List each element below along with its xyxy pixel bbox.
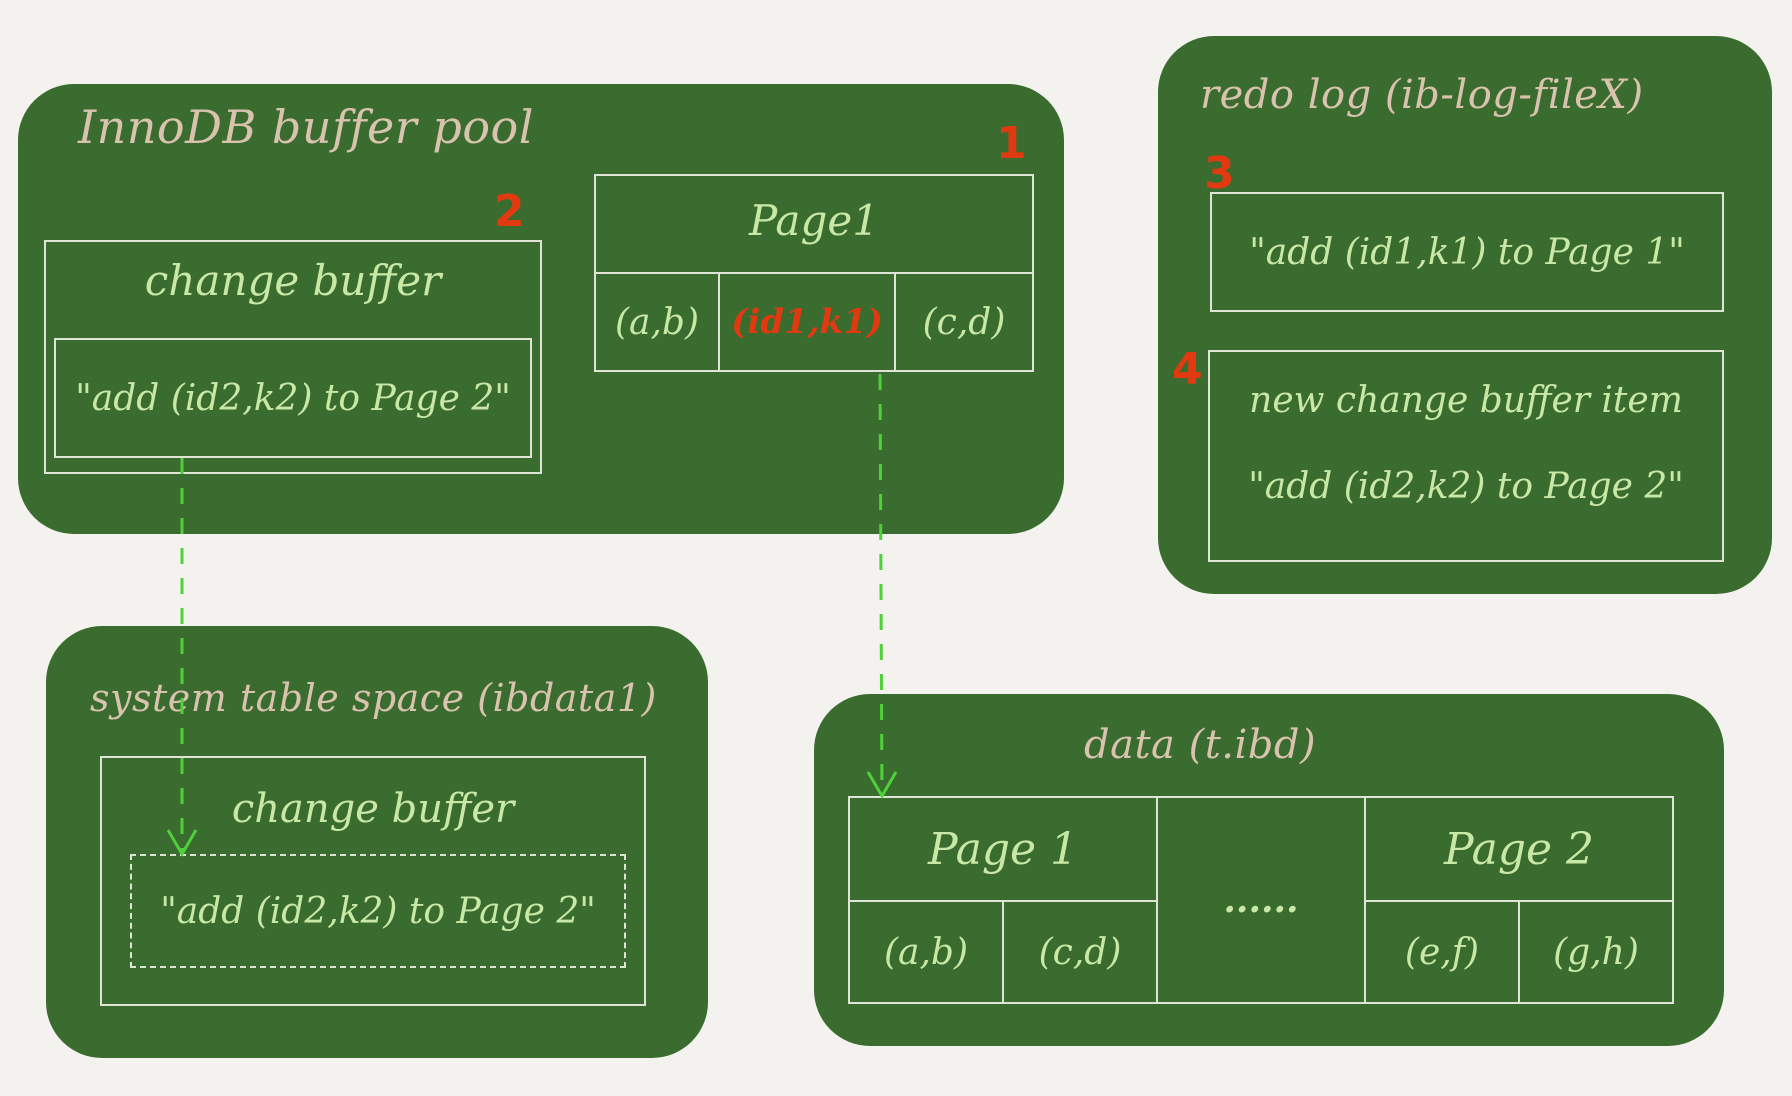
buffer-pool-change-buffer-entry: "add (id2,k2) to Page 2" [54,338,532,458]
buffer-pool-change-buffer-label: change buffer [144,256,442,305]
system-tablespace-change-buffer-entry: "add (id2,k2) to Page 2" [130,854,626,968]
step-3-marker: 3 [1204,148,1235,199]
buffer-pool-change-buffer [44,240,542,474]
redo-log-title: redo log (ib-log-fileX) [1200,72,1644,118]
data-file-panel [814,694,1724,1046]
data-file-page1-cell: (a,b) [848,900,1004,1004]
data-file-title: data (t.ibd) [1084,722,1317,768]
redo-log-panel [1158,36,1772,594]
redo-log-entry-page1: "add (id1,k1) to Page 1" [1210,192,1724,312]
system-tablespace-title: system table space (ibdata1) [90,676,657,720]
step-2-marker: 2 [494,186,525,237]
data-file-page2-cell: (g,h) [1518,900,1674,1004]
data-file-page2-header: Page 2 [1364,796,1674,902]
redo-log-entry-change-buffer [1208,350,1724,562]
step-1-marker: 1 [996,118,1027,169]
page1-in-memory-cell-new: (id1,k1) [718,272,896,372]
system-tablespace-panel [46,626,708,1058]
data-file-page1-header: Page 1 [848,796,1158,902]
system-tablespace-change-buffer-label: change buffer [231,786,515,832]
page1-in-memory-cell: (a,b) [594,272,720,372]
data-file-page2-cell: (e,f) [1364,900,1520,1004]
page1-in-memory-header: Page1 [749,196,879,245]
page1-in-memory-cell: (c,d) [894,272,1034,372]
step-4-marker: 4 [1172,344,1203,395]
data-file-ellipsis: ...... [1156,796,1366,1004]
system-tablespace-change-buffer [100,756,646,1006]
redo-log-entry-change-buffer-line1: new change buffer item [1249,380,1683,421]
buffer-pool-title: InnoDB buffer pool [78,100,534,154]
redo-log-entry-change-buffer-line2: "add (id2,k2) to Page 2" [1248,466,1684,507]
data-file-page1-cell: (c,d) [1002,900,1158,1004]
